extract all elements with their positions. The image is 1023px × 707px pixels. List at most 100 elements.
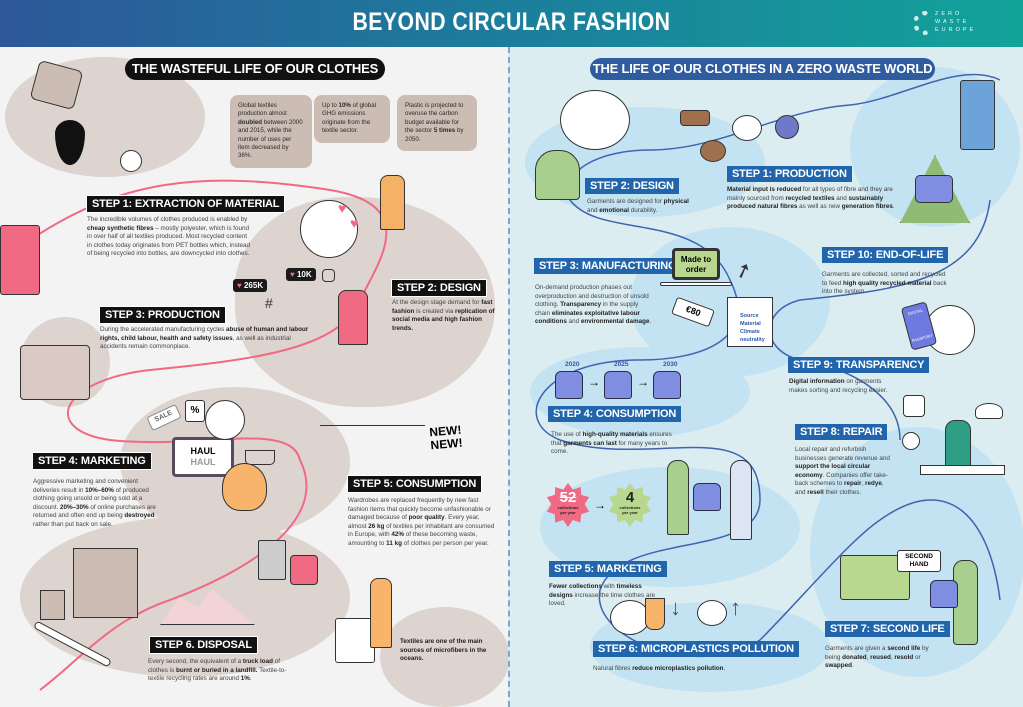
text-segment: Textile-to-textile recycling rates are a… [148, 666, 287, 683]
right-step-6-label: STEP 6: MICROPLASTICS POLLUTION [593, 641, 799, 657]
text-segment: Aggressive marketing and convenient deli… [33, 478, 139, 494]
heart-icon: ♥ [290, 270, 297, 279]
right-step-8-text: Local repair and refurbish businesses ge… [795, 446, 895, 498]
logo-text: WASTE [935, 19, 970, 25]
emphasis-text: destroyed [124, 512, 155, 520]
collections-after-number: 4 [625, 489, 635, 506]
left-step-1-label: STEP 1: EXTRACTION OF MATERIAL [85, 195, 286, 213]
emphasis-text: physical [663, 198, 689, 205]
text-segment: back into the system. [822, 279, 947, 296]
coffee-beans-icon [700, 140, 726, 162]
left-step-2-text: At the design stage demand for fast fash… [392, 299, 502, 333]
emphasis-text: cheap synthetic fibres [87, 224, 154, 232]
text-segment: On-demand production phases out overprod… [535, 284, 649, 309]
stat-box: Global textiles production almost double… [230, 95, 312, 168]
left-step-5-label: STEP 5: CONSUMPTION [346, 475, 483, 493]
shirt-icon [555, 371, 583, 399]
text-segment: is created via [414, 307, 455, 315]
flask-icon [645, 598, 665, 630]
shirt-icon [604, 371, 632, 399]
text-segment: and [834, 194, 849, 202]
text-segment: . Every year, almost [348, 514, 480, 530]
haul-text: HAUL [190, 446, 216, 456]
emphasis-text: 10% [338, 102, 351, 109]
text-segment: Global textiles production almost [238, 102, 287, 118]
text-segment: , as well as industrial accidents remain… [100, 334, 291, 351]
text-segment: The use of [551, 431, 583, 438]
laptop-made-to-order[interactable]: Made to order [672, 248, 720, 280]
left-step-6-label: STEP 6. DISPOSAL [149, 636, 258, 654]
sheep-icon [732, 115, 762, 141]
text-segment: , [861, 480, 866, 488]
stat-box: Plastic is projected to overuse the carb… [397, 95, 477, 152]
text-segment: between 2000 and 2015, while the number … [238, 118, 303, 160]
heart-icon: ♥ [237, 281, 244, 290]
right-step-6-text: Natural fibres reduce microplastics poll… [593, 665, 753, 674]
text-segment: by being [825, 645, 929, 661]
text-segment: Wardrobes are replaced frequently by new… [348, 497, 491, 522]
right-step-7-text: Garments are given a second life by bein… [825, 645, 935, 671]
burning-clothes-icon [222, 463, 267, 511]
emphasis-text: Material input is reduced [727, 186, 802, 193]
year-label: 2030 [663, 361, 678, 368]
logo-text: ZERO [935, 11, 963, 17]
left-step-3-label: STEP 3: PRODUCTION [99, 306, 226, 324]
text-segment: . [723, 665, 726, 672]
left-step-2-label: STEP 2: DESIGN [391, 279, 487, 297]
emphasis-text: recycled textiles [785, 194, 835, 202]
right-step-2-label: STEP 2: DESIGN [585, 178, 679, 194]
passport-text: DIGITAL [907, 307, 924, 317]
emphasis-text: second life [887, 645, 921, 652]
collections-after-text: collections per year [619, 505, 641, 515]
emphasis-text: resell [807, 488, 824, 496]
text-segment: of produced clothing going unsold or bei… [33, 486, 149, 511]
right-step-10-text: Garments are collected, sorted and recyc… [822, 271, 952, 297]
emphasis-text: 42% [391, 531, 405, 539]
emphasis-text: 20%–30% [59, 503, 89, 511]
new-labels: NEW! NEW! [429, 423, 464, 453]
zero-waste-banner: THE LIFE OF OUR CLOTHES IN A ZERO WASTE … [590, 58, 935, 80]
new-label: NEW! [429, 435, 464, 453]
wasteful-life-banner: THE WASTEFUL LIFE OF OUR CLOTHES [125, 58, 385, 80]
right-step-2-text: Garments are designed for physical and e… [587, 198, 697, 215]
text-segment: Plastic is projected to overuse the carb… [405, 102, 464, 135]
right-step-3-text: On-demand production phases out overprod… [535, 284, 655, 327]
text-segment: Garments are designed for [587, 198, 664, 205]
emphasis-text: swapped [825, 662, 852, 670]
microfibers-note: Textiles are one of the main sources of … [400, 638, 487, 663]
likes-badge: ♥ 265K [233, 279, 268, 292]
sewing-worker-icon [20, 345, 90, 400]
likes-count: 10K [296, 270, 312, 279]
right-step-1-label: STEP 1: PRODUCTION [727, 166, 852, 182]
emphasis-text: fast fashion [392, 299, 493, 315]
emphasis-text: redye [865, 480, 882, 488]
emphasis-text: resold [894, 653, 914, 661]
emphasis-text: sustainably produced natural fibres [727, 194, 884, 211]
emphasis-text: doubled [238, 118, 263, 126]
designer-figure-icon [535, 150, 580, 200]
right-step-4-text: The use of high-quality materials ensure… [551, 431, 681, 457]
zero-waste-europe-logo: ZERO WASTE EUROPE [913, 11, 983, 37]
arrow-up-icon: ↑ [730, 595, 741, 620]
left-step-5-text: Wardrobes are replaced frequently by new… [348, 497, 498, 549]
stat-box: Up to 10% of global GHG emissions origin… [314, 95, 390, 143]
button-icon [902, 432, 920, 450]
emphasis-text: support the local circular economy [795, 463, 871, 479]
text-segment: Local repair and refurbish businesses ge… [795, 446, 890, 462]
text-segment: The incredible volumes of clothes produc… [87, 216, 248, 223]
percent-tag: % [185, 400, 205, 422]
text-segment: . [892, 203, 895, 211]
recycled-shirt-icon [915, 175, 953, 203]
text-segment: . [249, 675, 252, 683]
text-segment: Up to [322, 102, 339, 109]
emotional-bond-icon [560, 90, 630, 150]
arrow-right-icon: → [588, 375, 600, 389]
emphasis-text: emotional [599, 206, 630, 214]
shopper-figure-icon [667, 460, 689, 535]
emphasis-text: reduce microplastics pollution [632, 665, 724, 672]
text-segment: by 2050. [405, 127, 464, 143]
text-segment: their clothes. [823, 488, 862, 496]
yarn-ball-icon [775, 115, 799, 139]
emphasis-text: replication of social media and high fas… [392, 307, 495, 332]
right-step-9-label: STEP 9: TRANSPARENCY [788, 357, 930, 373]
